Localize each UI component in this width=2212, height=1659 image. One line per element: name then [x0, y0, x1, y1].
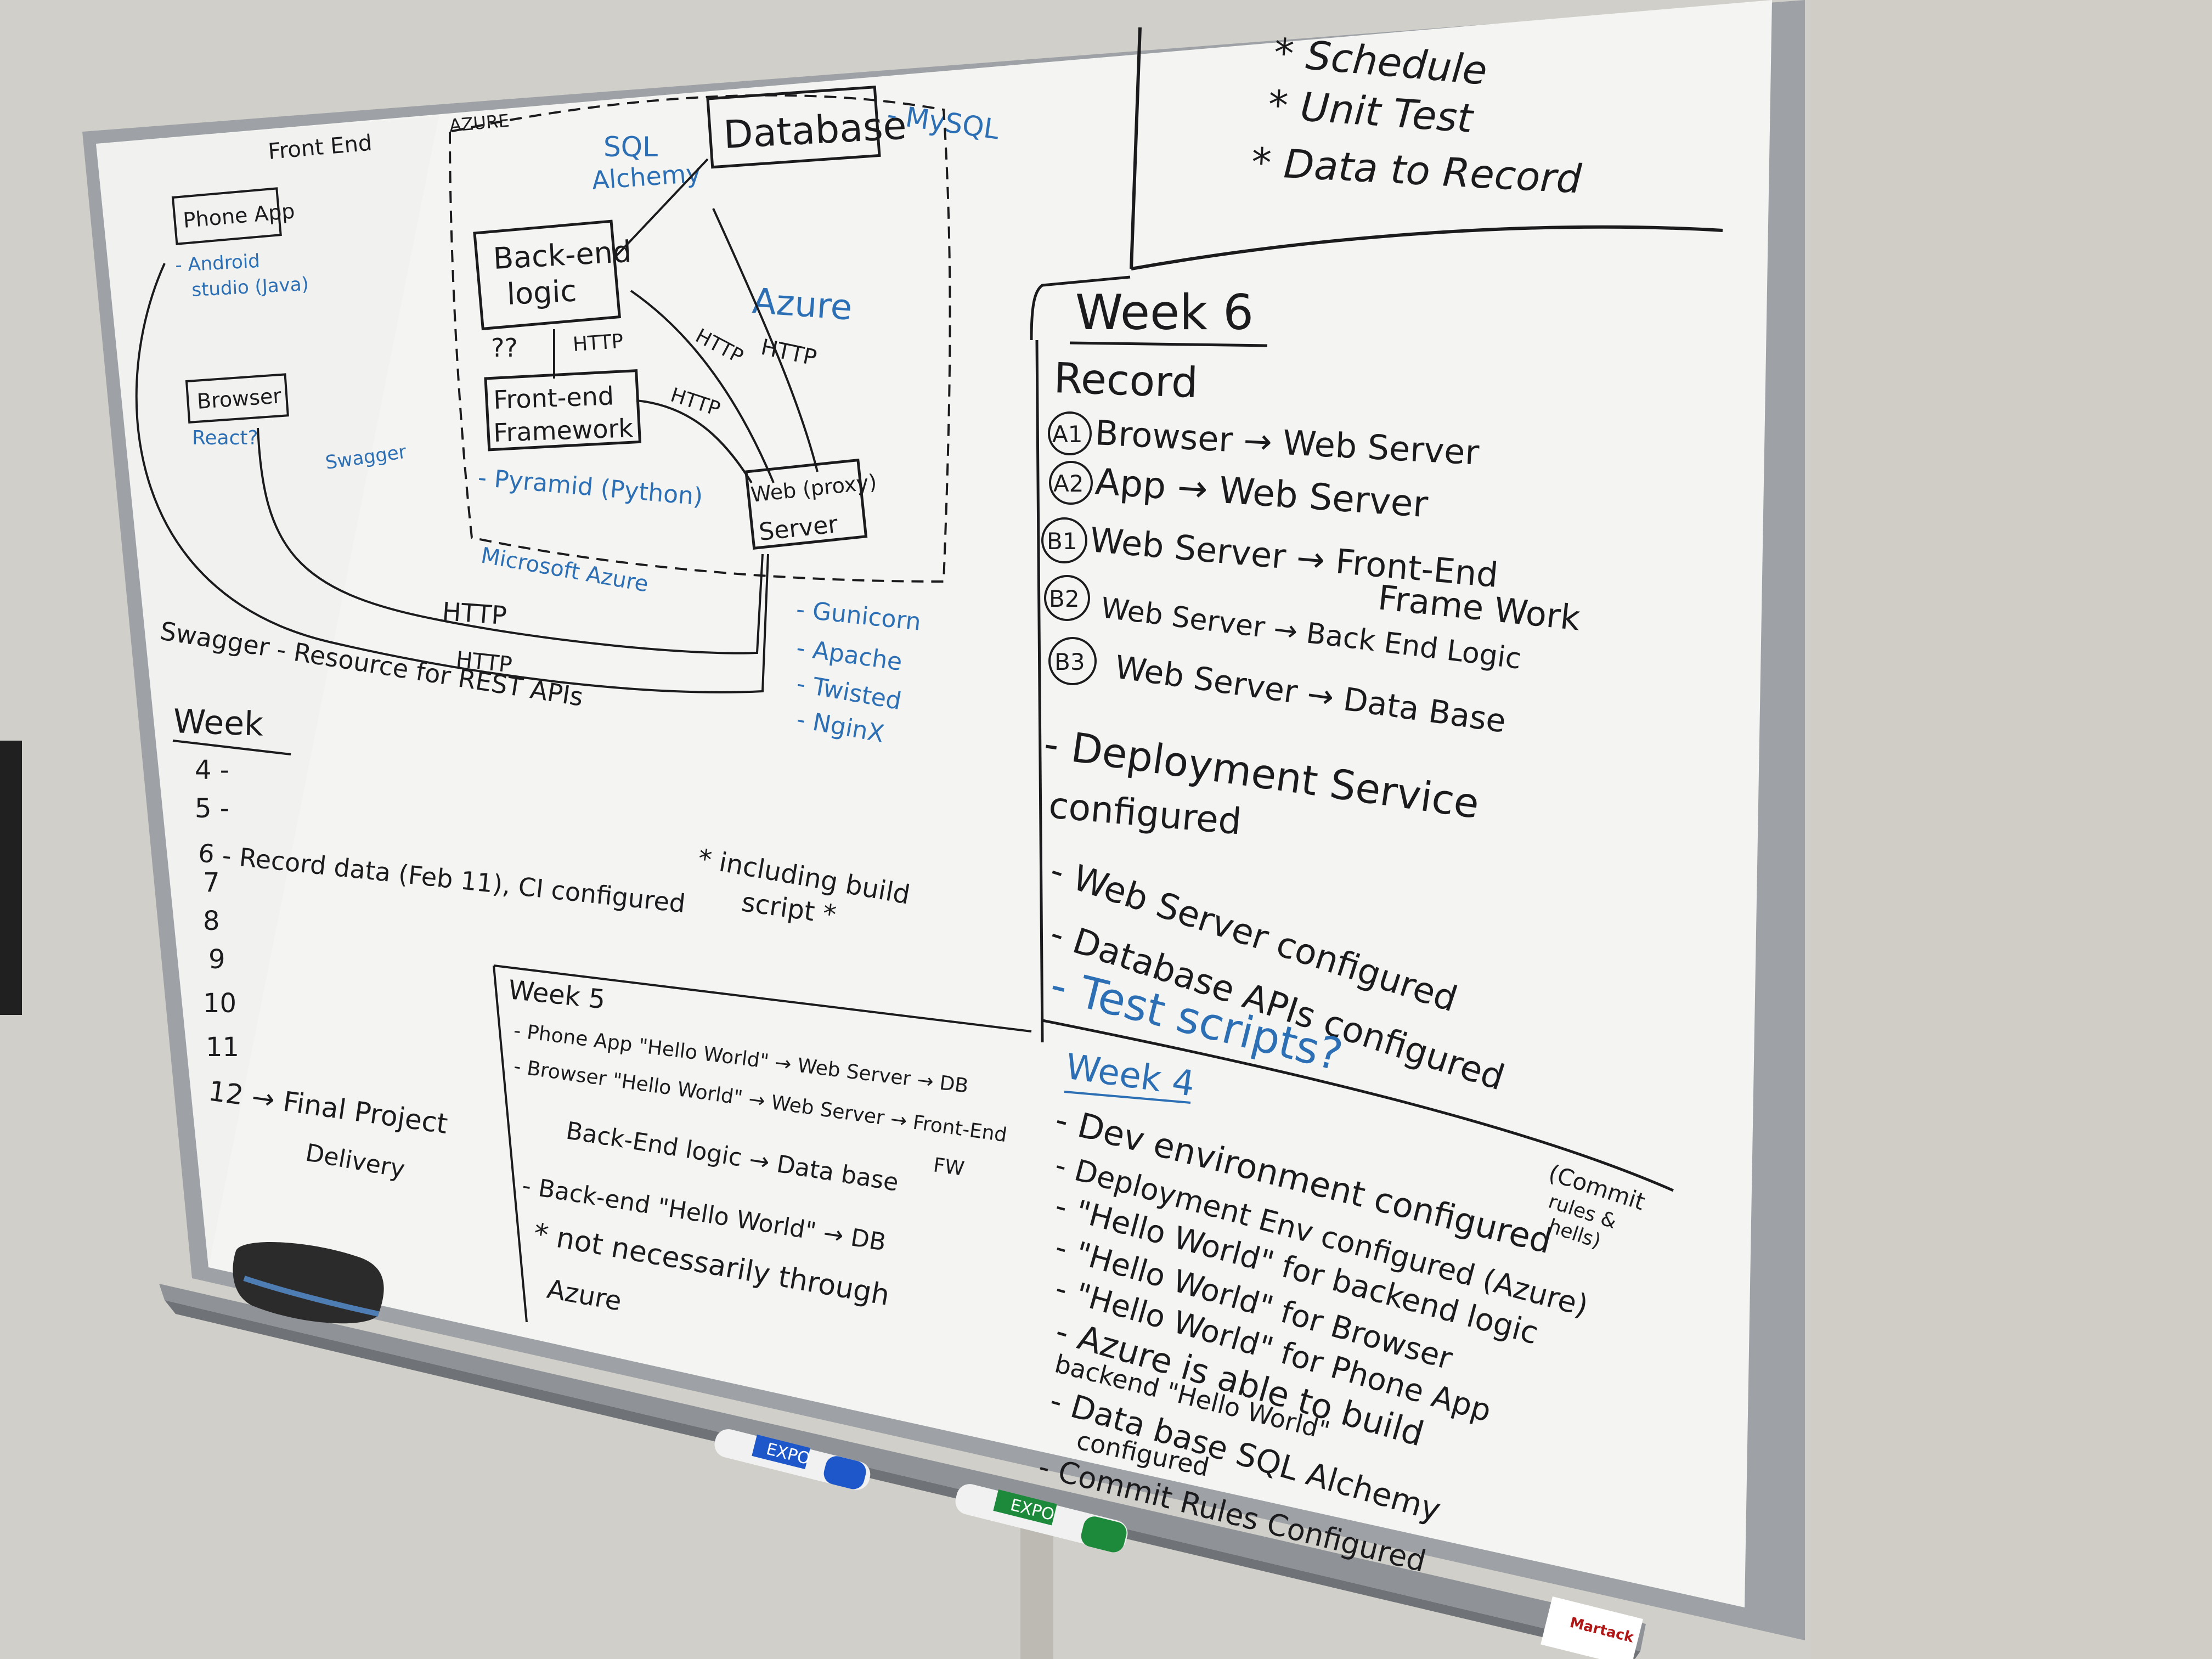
eraser: [233, 1242, 384, 1324]
blue-marker: [714, 1429, 871, 1490]
badge-a2: A2: [1053, 470, 1084, 497]
badge-b2-circle: [1044, 575, 1090, 621]
backend-logic-1: Back-end: [492, 234, 632, 276]
week-row-5: 5 -: [195, 793, 229, 824]
week6-record: Record: [1053, 353, 1199, 407]
backend-logic-2: logic: [506, 273, 577, 312]
badge-a1: A1: [1052, 421, 1082, 448]
database-box: [706, 86, 881, 169]
badge-a2-circle: [1049, 461, 1093, 505]
week-list-underline: [172, 740, 291, 755]
arrow-frontend-webserver: [636, 399, 753, 484]
week5-border: [493, 964, 1032, 1323]
week6-title: Week 6: [1075, 284, 1254, 341]
week-row-8: 8: [203, 906, 220, 936]
divider-top-right: [1131, 225, 1723, 270]
azure-boundary: [448, 94, 951, 583]
badge-b2: B2: [1049, 585, 1080, 612]
frontend-framework-2: Framework: [493, 413, 634, 448]
green-marker: [955, 1484, 1128, 1553]
marker-tray: [159, 1284, 1646, 1659]
arrow-browser-webserver: [257, 427, 764, 654]
week6-bracket: [1030, 275, 1131, 341]
react-note: React?: [192, 427, 258, 449]
http-label-1: HTTP: [572, 330, 624, 356]
frontend-framework-box: [484, 369, 642, 452]
arrow-db-backend: [613, 158, 709, 259]
divider-vertical: [1130, 27, 1142, 269]
week-row-9: 9: [208, 944, 225, 975]
week4-underline: [1064, 1091, 1191, 1104]
question-marks: ??: [491, 333, 518, 363]
badge-a1-circle: [1048, 411, 1092, 455]
week-row-7: 7: [203, 867, 220, 898]
week6-underline: [1069, 341, 1268, 347]
azure-big-label: Azure: [751, 281, 854, 329]
arrow-azure-webserver: [712, 208, 819, 472]
frontend-framework-1: Front-end: [493, 381, 614, 415]
badge-b1: B1: [1047, 528, 1077, 555]
week-row-11: 11: [206, 1032, 239, 1063]
web-server-box: [744, 458, 868, 550]
database-label: Database: [723, 103, 908, 157]
week6-left-line: [1035, 340, 1044, 1043]
android-note-1: - Android: [174, 250, 260, 276]
manufacturer-sticker: [1541, 1596, 1643, 1659]
sql-alchemy-1: SQL: [603, 131, 658, 163]
badge-b1-circle: [1041, 517, 1087, 563]
week-list-title: Week: [172, 702, 264, 744]
http-big-1: HTTP: [441, 596, 507, 630]
badge-b3: B3: [1054, 648, 1085, 675]
browser-box: [185, 373, 289, 424]
phone-app-box: [171, 187, 282, 245]
week6-week4-divider: [1042, 1019, 1674, 1192]
badge-b3-circle: [1048, 637, 1097, 685]
arrow-backend-webserver: [630, 290, 775, 483]
backend-logic-box: [473, 219, 622, 331]
browser-label: Browser: [196, 383, 283, 414]
arrow-phone-webserver: [135, 263, 769, 693]
week-row-4: 4 -: [195, 755, 229, 786]
week5-line-3: FW: [932, 1154, 966, 1180]
week-row-10: 10: [203, 988, 236, 1019]
